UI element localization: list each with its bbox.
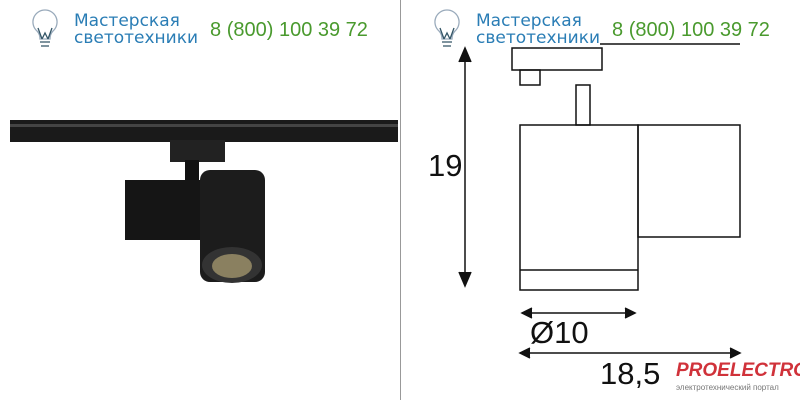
lightbulb-icon <box>32 9 58 47</box>
brand-name-line1: Мастерская <box>74 11 180 31</box>
phone-number: 8 (800) 100 39 72 <box>612 18 770 41</box>
logo-tagline: электротехнический портал <box>676 383 779 392</box>
diameter-dimension: Ø10 <box>530 315 589 350</box>
logo-name: PROELECTRO <box>676 360 800 381</box>
panel-divider <box>400 0 401 400</box>
brand-name-line2: светотехники <box>74 28 199 48</box>
proelectro-logo: PROELECTRORU электротехнический портал <box>676 360 800 393</box>
brand-name-line1: Мастерская <box>476 11 582 31</box>
dimension-drawing <box>458 43 742 359</box>
product-photo <box>10 120 398 283</box>
length-dimension: 18,5 <box>600 356 661 391</box>
phone-number: 8 (800) 100 39 72 <box>210 18 368 41</box>
lightbulb-icon <box>434 9 460 47</box>
height-dimension: 19 <box>428 148 463 183</box>
brand-name-line2: светотехники <box>476 28 601 48</box>
